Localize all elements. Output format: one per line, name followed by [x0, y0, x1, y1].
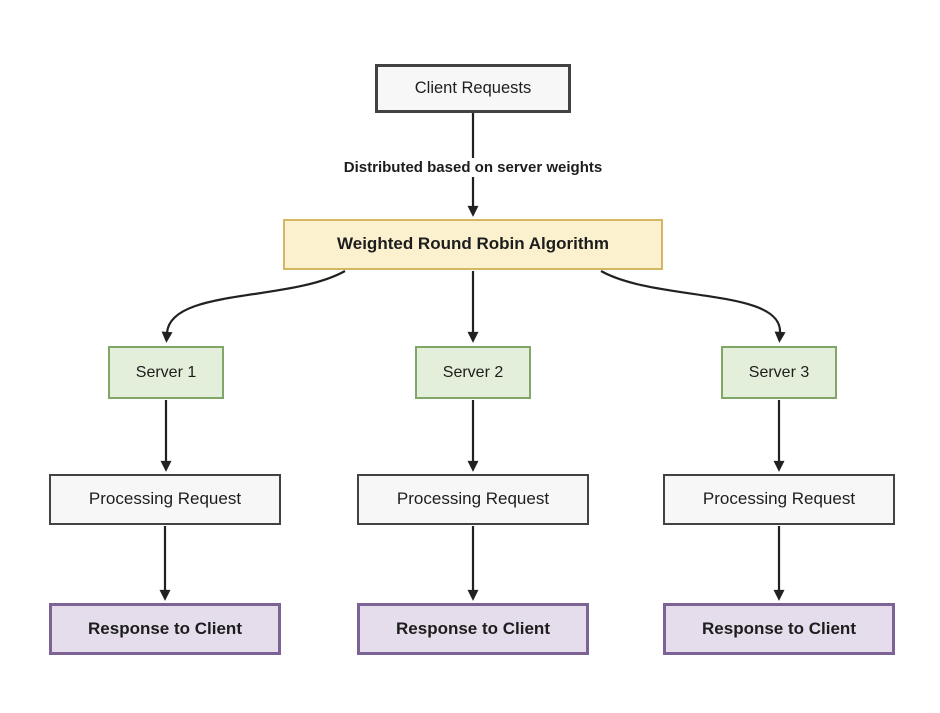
distribution-weights-label: Distributed based on server weights — [340, 158, 606, 177]
weighted-round-robin-node: Weighted Round Robin Algorithm — [283, 219, 663, 270]
arrow-algorithm-to-server-3 — [600, 270, 786, 343]
server-1-node: Server 1 — [108, 346, 224, 399]
response-to-client-node-3: Response to Client — [663, 603, 895, 655]
client-requests-node: Client Requests — [375, 64, 571, 113]
processing-request-node-3: Processing Request — [663, 474, 895, 525]
arrow-algorithm-to-server-1 — [161, 270, 346, 343]
server-2-node: Server 2 — [415, 346, 531, 399]
response-to-client-node-1: Response to Client — [49, 603, 281, 655]
response-to-client-node-2: Response to Client — [357, 603, 589, 655]
processing-request-node-2: Processing Request — [357, 474, 589, 525]
processing-request-node-1: Processing Request — [49, 474, 281, 525]
server-3-node: Server 3 — [721, 346, 837, 399]
